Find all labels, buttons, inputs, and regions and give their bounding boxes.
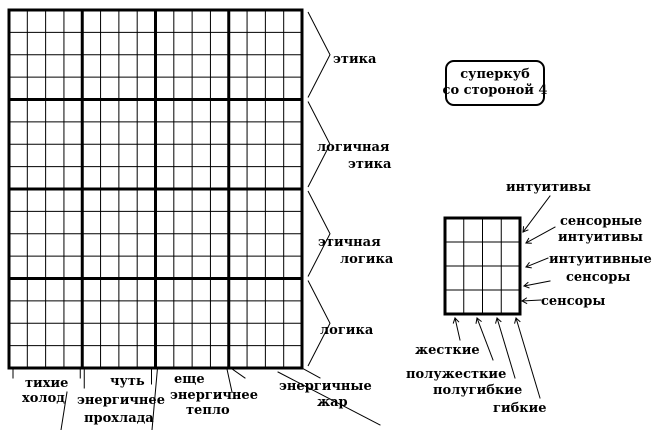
col-label-slightly-2: энергичнее xyxy=(77,393,165,408)
col-label-slightly-1: чуть xyxy=(110,374,145,389)
row-brace xyxy=(307,280,331,367)
title-box: суперкуб со стороной 4 xyxy=(442,60,548,106)
small-row-arrow-line xyxy=(525,226,556,244)
small-col-label-flexible: гибкие xyxy=(493,401,547,416)
small-col-arrow-head xyxy=(495,317,502,324)
row-brace xyxy=(307,101,331,188)
row-brace xyxy=(307,190,331,277)
small-col-arrow-line xyxy=(476,317,494,361)
small-row-arrow-head xyxy=(525,237,532,244)
small-col-arrow-head xyxy=(475,317,482,324)
small-col-label-semi-flexible: полугибкие xyxy=(433,383,523,398)
col-label-more-2: энергичнее xyxy=(170,388,258,403)
small-row-arrow-head xyxy=(525,262,532,269)
small-col-label-rigid: жесткие xyxy=(415,343,480,358)
small-row-label-intuitive-sensors-1: интуитивные xyxy=(549,252,652,267)
row-label-logical-ethics-1: логичная xyxy=(317,140,390,155)
row-label-logic: логика xyxy=(320,323,374,338)
col-label-more-1: еще xyxy=(174,372,205,387)
col-label-quiet-1: тихие xyxy=(25,376,69,391)
title-line-2: со стороной 4 xyxy=(442,83,548,98)
small-row-label-intuitives: интуитивы xyxy=(506,180,591,195)
small-row-arrow-head xyxy=(521,297,528,305)
col-label-energetic-2: жар xyxy=(317,395,348,410)
col-label-more-3: тепло xyxy=(186,403,230,418)
small-row-arrow-line xyxy=(521,299,542,302)
small-row-label-intuitive-sensors-2: сенсоры xyxy=(566,270,631,285)
col-pointer-line xyxy=(60,391,68,430)
small-col-arrow-line xyxy=(454,317,461,341)
small-col-label-semi-rigid: полужесткие xyxy=(406,367,507,382)
small-col-arrow-head xyxy=(514,317,521,324)
title-line-1: суперкуб xyxy=(460,67,530,82)
small-col-arrow-line xyxy=(496,317,516,379)
small-col-arrow-head xyxy=(452,317,460,324)
col-pointer-line xyxy=(301,367,321,379)
small-row-label-sensors: сенсоры xyxy=(541,294,606,309)
row-label-ethical-logic-1: этичная xyxy=(318,235,381,250)
small-col-arrow-line xyxy=(515,317,541,399)
col-pointer-line xyxy=(151,367,159,430)
col-label-energetic-1: энергичные xyxy=(279,379,372,394)
col-label-quiet-2: холод xyxy=(22,391,65,406)
row-label-ethical-logic-2: логика xyxy=(340,252,394,267)
small-row-arrow-head xyxy=(523,281,530,289)
row-label-logical-ethics-2: этика xyxy=(348,157,392,172)
col-pointer-line xyxy=(226,367,233,393)
col-pointer-line xyxy=(277,371,381,426)
small-row-arrow-line xyxy=(522,195,551,233)
col-label-slightly-3: прохлада xyxy=(84,411,154,426)
small-row-arrow-head xyxy=(522,226,529,233)
small-row-label-sensing-intuitives-1: сенсорные xyxy=(560,214,643,229)
col-pointer-line xyxy=(230,367,246,379)
row-label-ethics: этика xyxy=(333,52,377,67)
row-brace xyxy=(307,11,331,98)
small-row-arrow-line xyxy=(523,280,551,287)
small-row-arrow-line xyxy=(525,257,549,268)
small-row-label-sensing-intuitives-2: интуитивы xyxy=(558,230,643,245)
